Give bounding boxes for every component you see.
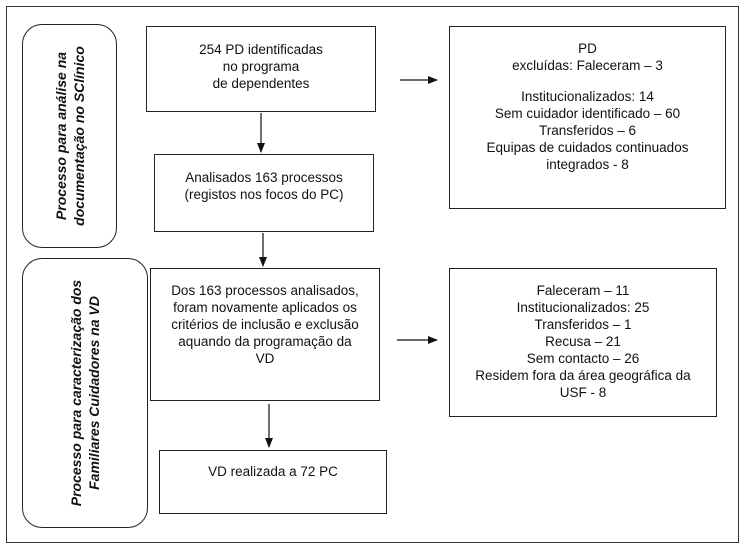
- side-label-analysis: Processo para análise na documentação no…: [22, 24, 117, 248]
- box-excluded-bottom: Faleceram – 11 Institucionalizados: 25 T…: [449, 268, 717, 417]
- box-identified: 254 PD identificadas no programa de depe…: [146, 26, 376, 112]
- box-result: VD realizada a 72 PC: [159, 450, 387, 514]
- box-analyzed: Analisados 163 processos (registos nos f…: [154, 154, 374, 232]
- side-label-characterization: Processo para caracterização dos Familia…: [22, 258, 148, 528]
- side-label-characterization-text: Processo para caracterização dos Familia…: [68, 279, 102, 507]
- diagram-frame: [6, 6, 739, 543]
- side-label-analysis-text: Processo para análise na documentação no…: [52, 46, 87, 226]
- box-reapplied: Dos 163 processos analisados, foram nova…: [150, 268, 380, 401]
- box-excluded-top: PD excluídas: Faleceram – 3 Instituciona…: [449, 26, 726, 209]
